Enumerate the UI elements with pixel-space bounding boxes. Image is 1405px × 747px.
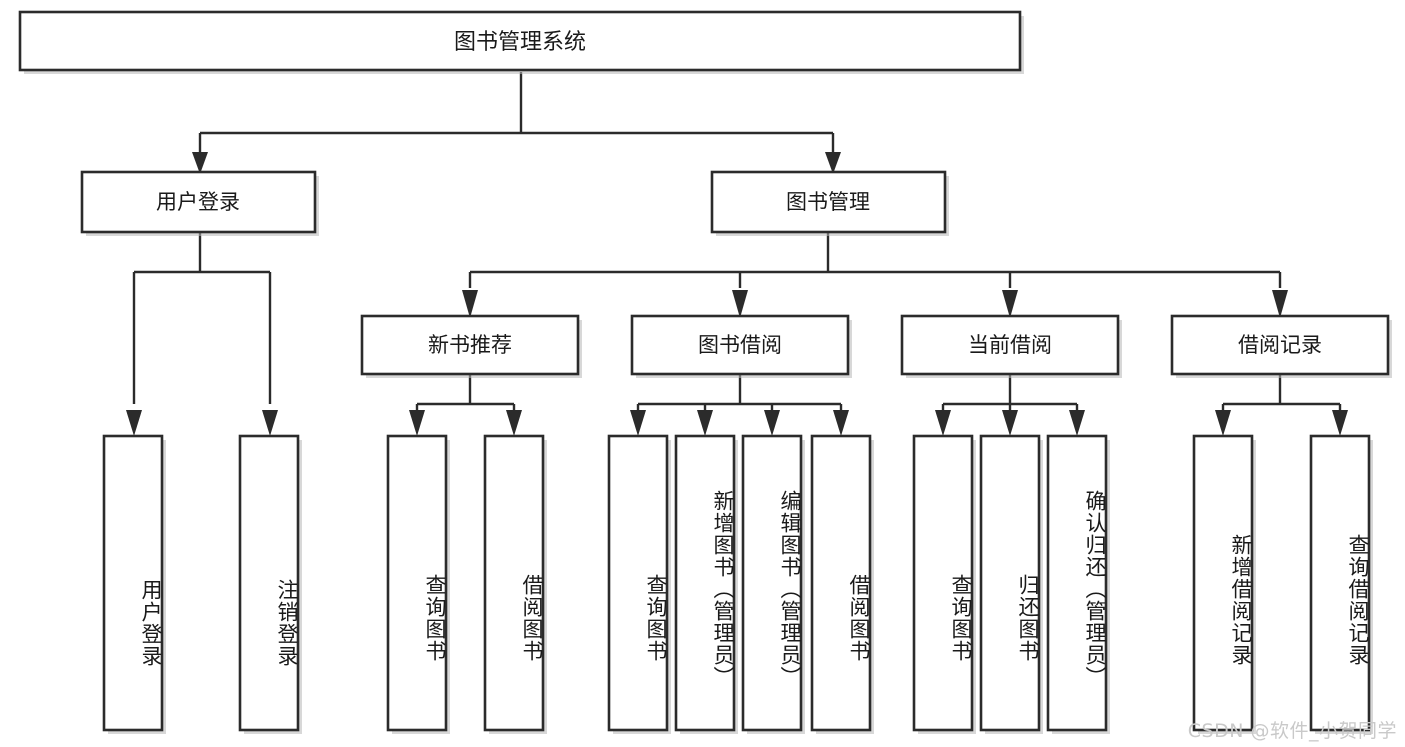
arrow-to-new-book-recommend xyxy=(462,290,478,318)
arrow-currentborrow-to-confirm-return xyxy=(1069,410,1085,436)
node-leaf-add-book-box[interactable] xyxy=(674,434,736,732)
node-new-book-recommend-label: 新书推荐 xyxy=(428,333,512,357)
edge-userlogin-trunk xyxy=(132,232,272,404)
node-leaf-query-book-2-box[interactable] xyxy=(607,434,669,732)
node-root-box[interactable] xyxy=(18,10,1022,72)
arrow-newbook-to-query-book xyxy=(409,410,425,436)
node-leaf-edit-book-box[interactable] xyxy=(741,434,803,732)
node-root-label: 图书管理系统 xyxy=(454,30,586,55)
node-leaf-query-record-box[interactable] xyxy=(1309,434,1371,732)
arrow-bookborrow-to-query-book xyxy=(630,410,646,436)
node-book-borrow-label: 图书借阅 xyxy=(698,333,782,357)
node-borrow-record-box[interactable] xyxy=(1170,314,1390,376)
arrow-to-borrow-record xyxy=(1272,290,1288,318)
node-leaf-return-book-box[interactable] xyxy=(979,434,1041,732)
edge-bookmanage-trunk xyxy=(468,232,1282,288)
node-user-login-label: 用户登录 xyxy=(156,190,240,214)
edge-newbook-trunk xyxy=(415,375,516,412)
node-user-login-box[interactable] xyxy=(80,170,317,234)
node-leaf-query-book-1-box[interactable] xyxy=(386,434,448,732)
node-new-book-recommend-box[interactable] xyxy=(360,314,580,376)
arrow-borrowrecord-to-query-record xyxy=(1332,410,1348,436)
edges-layer xyxy=(126,72,1348,436)
arrow-borrowrecord-to-add-record xyxy=(1215,410,1231,436)
node-leaf-logout-login-box[interactable] xyxy=(238,434,300,732)
edge-borrowrecord-trunk xyxy=(1221,375,1342,412)
arrow-bookborrow-to-add-book xyxy=(697,410,713,436)
node-current-borrow-label: 当前借阅 xyxy=(968,333,1052,357)
node-leaf-add-record-box[interactable] xyxy=(1192,434,1254,732)
arrow-userlogin-to-leaf-user-login xyxy=(126,410,142,436)
arrow-root-to-book-manage xyxy=(825,152,841,174)
arrow-bookborrow-to-edit-book xyxy=(764,410,780,436)
node-book-manage-box[interactable] xyxy=(710,170,947,234)
arrow-bookborrow-to-borrow-book xyxy=(833,410,849,436)
node-current-borrow-box[interactable] xyxy=(900,314,1120,376)
node-leaf-confirm-return-box[interactable] xyxy=(1046,434,1108,732)
node-borrow-record-label: 借阅记录 xyxy=(1238,333,1322,357)
arrow-to-book-borrow xyxy=(732,290,748,318)
arrow-newbook-to-borrow-book xyxy=(506,410,522,436)
node-leaf-query-book-3-box[interactable] xyxy=(912,434,974,732)
edge-bookborrow-trunk xyxy=(636,375,843,412)
edge-root-trunk xyxy=(198,72,835,159)
node-book-borrow-box[interactable] xyxy=(630,314,850,376)
nodes-layer: 图书管理系统 用户登录 图书管理 新书推荐 图书借阅 当前借阅 借阅记录 xyxy=(18,10,1392,734)
node-leaf-borrow-book-2-box[interactable] xyxy=(810,434,872,732)
arrow-root-to-user-login xyxy=(192,152,208,174)
arrow-currentborrow-to-query-book xyxy=(935,410,951,436)
watermark-text: CSDN @软件_小贺同学 xyxy=(1187,720,1397,742)
arrow-to-current-borrow xyxy=(1002,290,1018,318)
edge-currentborrow-trunk xyxy=(941,375,1079,412)
node-leaf-borrow-book-1-box[interactable] xyxy=(483,434,545,732)
node-leaf-user-login-box[interactable] xyxy=(102,434,164,732)
node-book-manage-label: 图书管理 xyxy=(786,190,870,214)
arrow-currentborrow-to-return-book xyxy=(1002,410,1018,436)
arrow-userlogin-to-leaf-logout xyxy=(262,410,278,436)
